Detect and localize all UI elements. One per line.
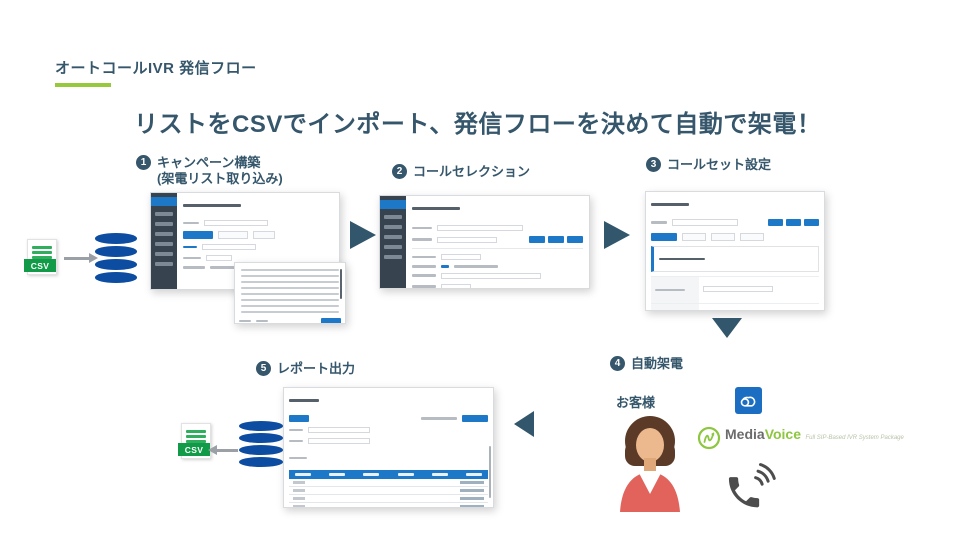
step-5-label: 5 レポート出力 [256,361,355,377]
logo-tagline: Full SIP-Based IVR System Package [805,435,904,441]
database-icon [95,233,137,283]
headline: リストをCSVでインポート、発信フローを決めて自動で架電！ [134,111,822,138]
step-1-subtitle: (架電リスト取り込み) [157,170,283,186]
csv-label: CSV [24,259,56,272]
flow-arrow-right-1-icon [350,221,376,249]
step-2-badge: 2 [392,164,407,179]
cloud-app-icon [735,387,762,414]
customer-label: お客様 [616,395,656,410]
flow-arrow-down-icon [712,318,742,338]
mini-table-body [289,479,488,507]
mediavoice-brand-icon [697,426,721,455]
mini-table-header [289,470,488,479]
step-1-badge: 1 [136,155,151,170]
step-1-title: キャンペーン構築 [157,155,261,170]
screenshot-step3-call-set [645,191,825,311]
csv-file-icon: CSV [24,239,57,275]
mini-popup-list [234,262,346,324]
csv-export-file-icon: CSV [178,423,211,459]
title-accent-underline [55,83,111,87]
step-1-label: 1 キャンペーン構築 (架電リスト取り込み) [136,155,283,186]
page-title: オートコールIVR 発信フロー [55,60,257,77]
step-3-label: 3 コールセット設定 [646,157,771,173]
screenshot-step1-campaign [150,192,346,324]
screenshot-step5-report [283,387,494,508]
step-3-title: コールセット設定 [667,157,772,172]
logo-text-voice: Voice [764,426,801,442]
step-3-badge: 3 [646,157,661,172]
csv-export-label: CSV [178,443,210,456]
flow-arrow-right-2-icon [604,221,630,249]
step-5-title: レポート出力 [277,361,356,376]
step-4-badge: 4 [610,356,625,371]
logo-text-media: Media [725,426,765,442]
flow-arrow-left-icon [514,411,534,437]
mini-window-report [283,387,494,508]
screenshot-step2-call-selection [379,195,590,289]
step-4-label: 4 自動架電 [610,356,683,372]
database-export-icon [239,421,283,467]
woman-avatar [612,412,688,517]
step-2-title: コールセレクション [413,164,531,179]
mini-sidebar [380,196,406,288]
mediavoice-logo: MediaVoice Full SIP-Based IVR System Pac… [697,426,904,455]
mini-window-selection [379,195,590,289]
mini-window-callset [645,191,825,311]
step-4-title: 自動架電 [631,356,684,371]
phone-handset-icon [722,460,778,519]
export-arrow-icon [208,445,238,454]
mini-sidebar [151,193,177,289]
import-arrow-icon [64,253,98,262]
step-2-label: 2 コールセレクション [392,164,530,180]
step-5-badge: 5 [256,361,271,376]
